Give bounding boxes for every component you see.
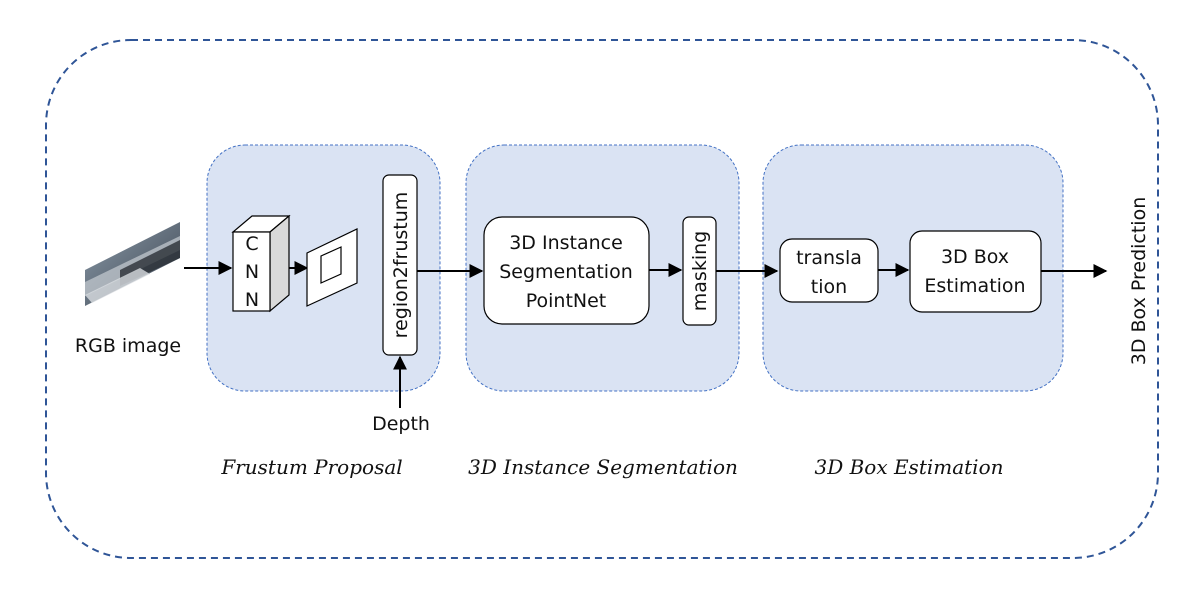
seg-line-2: Segmentation	[499, 261, 633, 283]
output-label: 3D Box Prediction	[1128, 197, 1150, 366]
cnn-letter-n2: N	[245, 289, 259, 311]
region-proposal-icon	[306, 228, 358, 307]
outer-boundary	[45, 39, 1159, 559]
region2frustum-label: region2frustum	[390, 192, 412, 339]
region2frustum-box	[382, 174, 418, 356]
translation-line-2: tion	[811, 276, 847, 298]
cnn-letter-c: C	[245, 233, 258, 255]
rgb-image-thumbnail	[85, 222, 180, 306]
seg-line-3: PointNet	[526, 290, 607, 312]
masking-label: masking	[689, 231, 711, 311]
depth-label: Depth	[372, 413, 430, 435]
stage-title-frustum-proposal: Frustum Proposal	[220, 455, 402, 479]
translation-line-1: transla	[796, 247, 862, 269]
rgb-image-label: RGB image	[75, 335, 181, 357]
stage-title-instance-segmentation: 3D Instance Segmentation	[468, 455, 738, 479]
box-estimation-box	[909, 230, 1042, 313]
seg-line-1: 3D Instance	[509, 232, 623, 254]
box-line-2: Estimation	[924, 275, 1025, 297]
box-line-1: 3D Box	[941, 246, 1009, 268]
cnn-block: C N N	[231, 214, 291, 313]
cnn-letter-n1: N	[245, 261, 259, 283]
stage-title-box-estimation: 3D Box Estimation	[814, 455, 1003, 479]
